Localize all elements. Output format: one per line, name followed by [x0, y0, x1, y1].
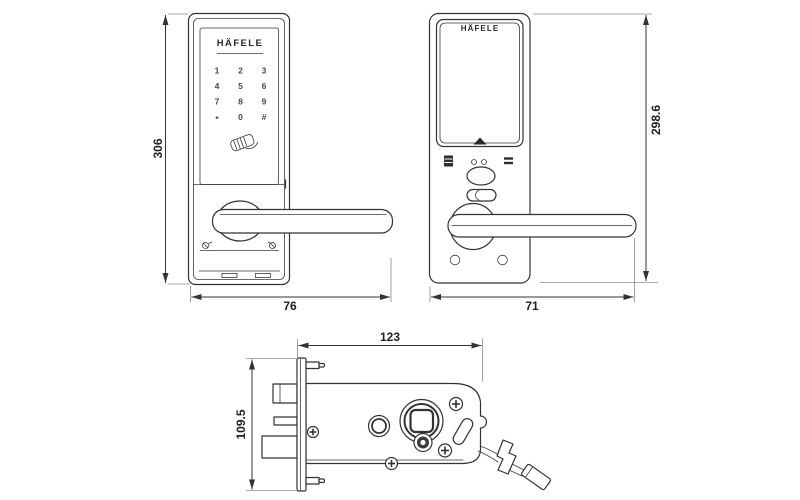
led-indicator — [471, 159, 477, 165]
back-height-label: 298.6 — [649, 105, 663, 135]
mortise-faceplate — [296, 357, 307, 492]
keypad-key: 3 — [262, 66, 267, 76]
front-handle — [211, 208, 394, 234]
back-screw-hole — [497, 254, 508, 266]
dim-front-height: 306 — [151, 13, 190, 285]
back-view: HÄFELE — [428, 12, 637, 284]
cable-ribbon — [496, 439, 517, 475]
keypad-key: 9 — [262, 97, 267, 107]
front-height-label: 306 — [151, 138, 165, 158]
privacy-toggle — [466, 188, 497, 202]
deadbolt — [261, 435, 298, 459]
dim-back-height: 298.6 — [533, 13, 663, 283]
mortise-height-label: 109.5 — [234, 409, 248, 439]
lock-case — [305, 382, 488, 465]
keypad-key: 4 — [215, 81, 220, 91]
rfid-card-icon — [230, 134, 259, 152]
deadlatch-trigger — [273, 416, 298, 426]
hub-square-hole — [409, 408, 435, 434]
mortise-view — [261, 357, 552, 492]
keypad-key: 5 — [238, 81, 243, 91]
bearing-ring — [413, 432, 433, 453]
back-width-label: 71 — [525, 299, 539, 313]
front-screw-right — [267, 241, 276, 249]
faceplate-pin-top — [305, 361, 326, 370]
dim-mortise-height: 109.5 — [234, 358, 296, 491]
keypad-key: 2 — [238, 66, 243, 76]
front-bottom-tab — [255, 273, 271, 278]
keypad-key: 8 — [238, 97, 243, 107]
back-screw-hole — [449, 254, 461, 266]
front-screw-left — [202, 241, 213, 249]
front-view: HÄFELE 1 2 3 4 5 6 7 8 9 * 0 # — [187, 12, 394, 286]
battery-cover — [435, 18, 524, 148]
keypad-key: * — [215, 114, 219, 124]
cable-connector — [520, 463, 552, 491]
cable — [477, 439, 552, 491]
dim-front-width: 76 — [190, 258, 392, 313]
open-button — [466, 166, 496, 186]
mortise-width-label: 123 — [380, 330, 400, 344]
latch-bolt — [272, 383, 298, 404]
front-keypad: 1 2 3 4 5 6 7 8 9 * 0 # — [215, 66, 267, 125]
dim-back-width: 71 — [429, 238, 635, 313]
led-indicator — [481, 159, 487, 165]
keypad-key: 7 — [215, 97, 220, 107]
back-brand-logo: HÄFELE — [461, 24, 500, 33]
dim-mortise-width: 123 — [297, 330, 483, 381]
front-lower-cover — [198, 241, 280, 278]
stack-icon — [444, 155, 453, 167]
equals-icon — [504, 157, 513, 165]
case-screw — [437, 443, 453, 458]
handle-slot — [452, 418, 474, 445]
keypad-key: 6 — [262, 81, 267, 91]
keypad-key: 0 — [238, 112, 243, 122]
front-width-label: 76 — [283, 299, 297, 313]
front-bottom-tab — [221, 273, 238, 278]
battery-cover-arrow-icon — [473, 137, 487, 145]
front-brand-logo: HÄFELE — [217, 38, 263, 49]
cylinder-hole — [367, 414, 391, 438]
faceplate-pin-bottom — [305, 476, 326, 485]
front-body-inner-line — [193, 18, 285, 280]
case-screw — [448, 396, 464, 412]
keypad-key: 1 — [215, 66, 220, 76]
faceplate-screw — [306, 425, 320, 439]
keypad-key: # — [262, 112, 267, 122]
case-screw — [384, 456, 399, 471]
